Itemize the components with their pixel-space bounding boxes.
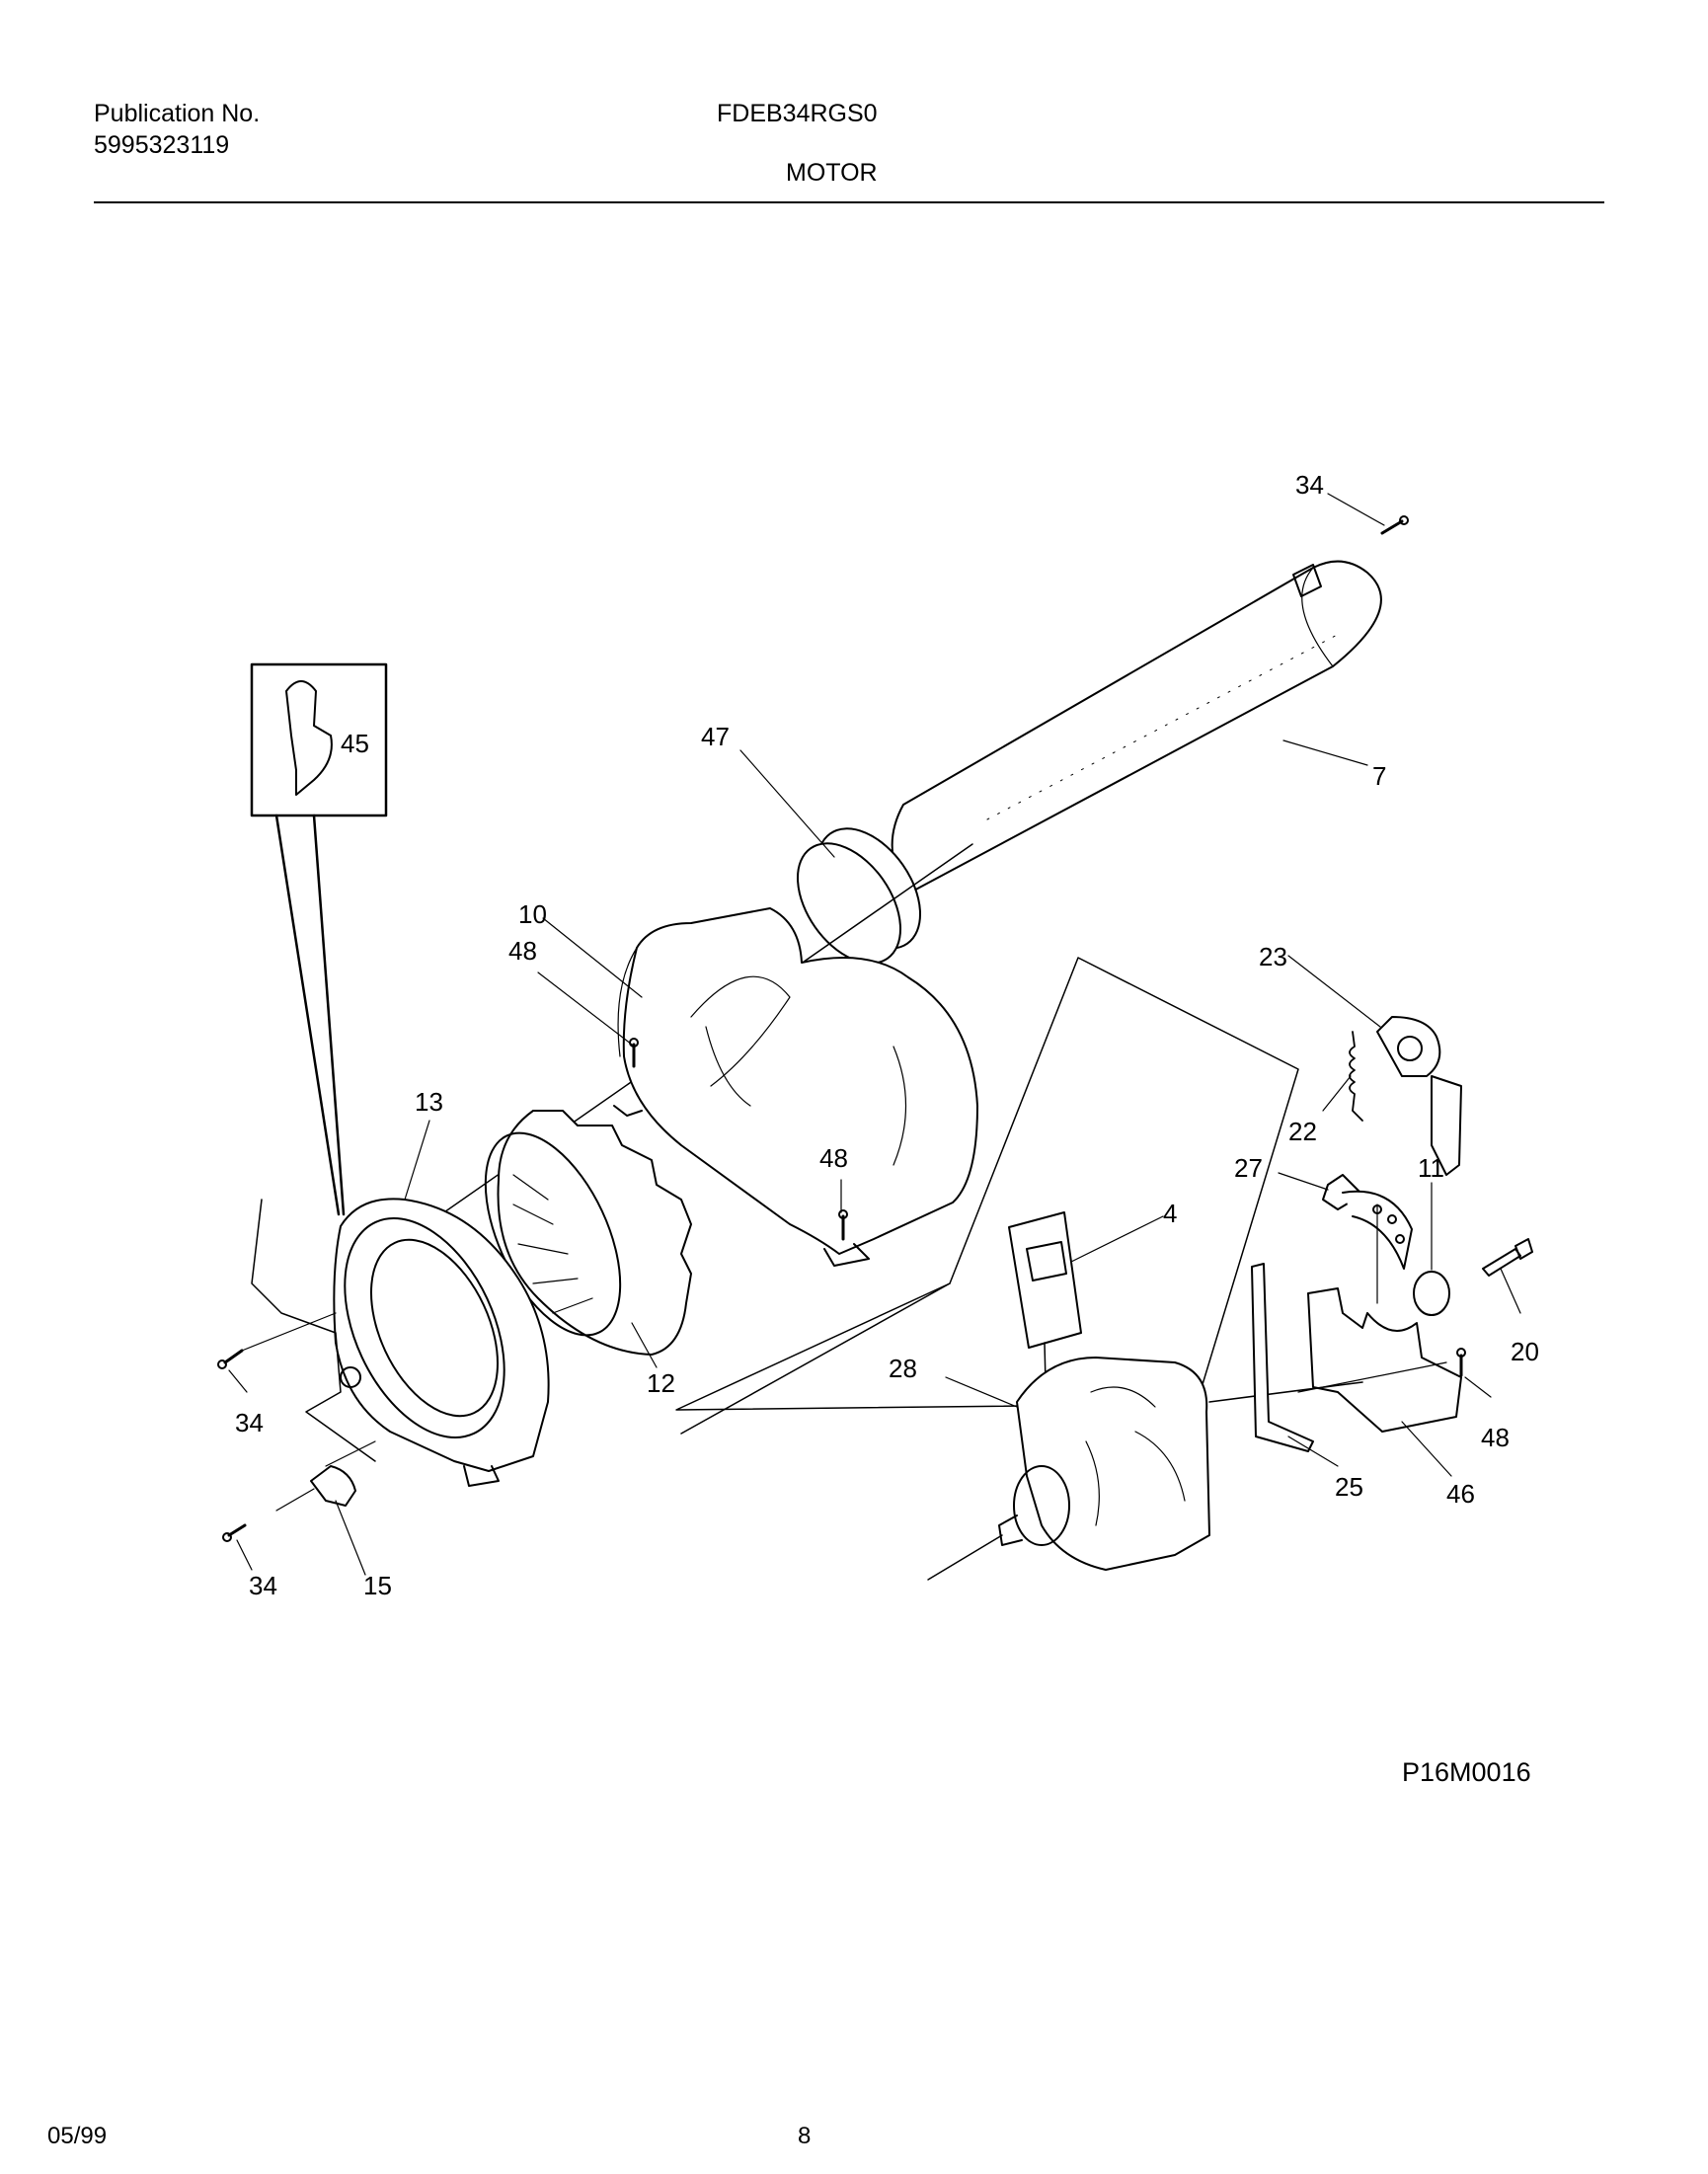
part-label-11: 11 — [1418, 1153, 1444, 1183]
retaining-clip-part — [1322, 1174, 1413, 1270]
part-label-15: 15 — [363, 1571, 392, 1600]
part-label-4: 4 — [1163, 1199, 1177, 1228]
part-label-34: 34 — [1295, 470, 1324, 500]
part-label-10: 10 — [518, 899, 547, 929]
part-label-34: 34 — [249, 1571, 277, 1600]
top-screw-part — [1380, 515, 1409, 535]
inset-detail-box — [250, 662, 388, 1216]
part-label-48: 48 — [1481, 1423, 1510, 1452]
idler-spring-part — [1349, 1031, 1363, 1122]
left-screw-part — [217, 1312, 337, 1369]
part-label-45: 45 — [341, 729, 369, 758]
part-label-12: 12 — [647, 1368, 675, 1398]
bracket-screw-part — [1456, 1348, 1466, 1377]
idler-roller-part — [1413, 1271, 1450, 1316]
part-label-27: 27 — [1234, 1153, 1263, 1183]
blower-shield-part — [251, 1198, 550, 1487]
idler-bolt-part — [1482, 1238, 1533, 1277]
part-label-47: 47 — [701, 722, 730, 751]
idler-pulley-part — [1376, 1016, 1462, 1176]
diagram-code: P16M0016 — [1402, 1757, 1531, 1787]
leader-lines — [228, 493, 1521, 1576]
housing-screw-part-b — [838, 1209, 848, 1241]
drive-belt-part — [1251, 1263, 1314, 1452]
part-label-22: 22 — [1288, 1117, 1317, 1146]
idler-bracket-part — [1208, 1203, 1462, 1433]
thermostat-part — [275, 1440, 376, 1512]
part-label-7: 7 — [1372, 761, 1386, 791]
part-label-20: 20 — [1511, 1337, 1539, 1366]
part-label-46: 46 — [1446, 1479, 1475, 1509]
section-title: MOTOR — [786, 159, 878, 187]
part-label-25: 25 — [1335, 1472, 1363, 1502]
part-label-34: 34 — [235, 1408, 264, 1437]
header-rule — [94, 201, 1604, 203]
blower-housing-part — [613, 907, 978, 1267]
motor-mount-pad-part — [1008, 1211, 1082, 1423]
publication-label: Publication No. — [94, 100, 261, 127]
exhaust-duct-part — [891, 560, 1382, 894]
publication-number: 5995323119 — [94, 131, 230, 159]
part-label-23: 23 — [1259, 942, 1287, 971]
motor-part — [927, 1357, 1210, 1581]
part-label-28: 28 — [889, 1354, 917, 1383]
model-number: FDEB34RGS0 — [717, 100, 878, 127]
publication-date: 05/99 — [47, 2123, 108, 2149]
part-label-48: 48 — [508, 936, 537, 966]
bottom-screw-part — [222, 1523, 247, 1542]
part-label-13: 13 — [415, 1087, 443, 1117]
part-label-48: 48 — [819, 1143, 848, 1173]
base-plane-outline — [675, 957, 1299, 1411]
duct-ring-part — [796, 827, 922, 965]
page-number: 8 — [798, 2123, 812, 2149]
